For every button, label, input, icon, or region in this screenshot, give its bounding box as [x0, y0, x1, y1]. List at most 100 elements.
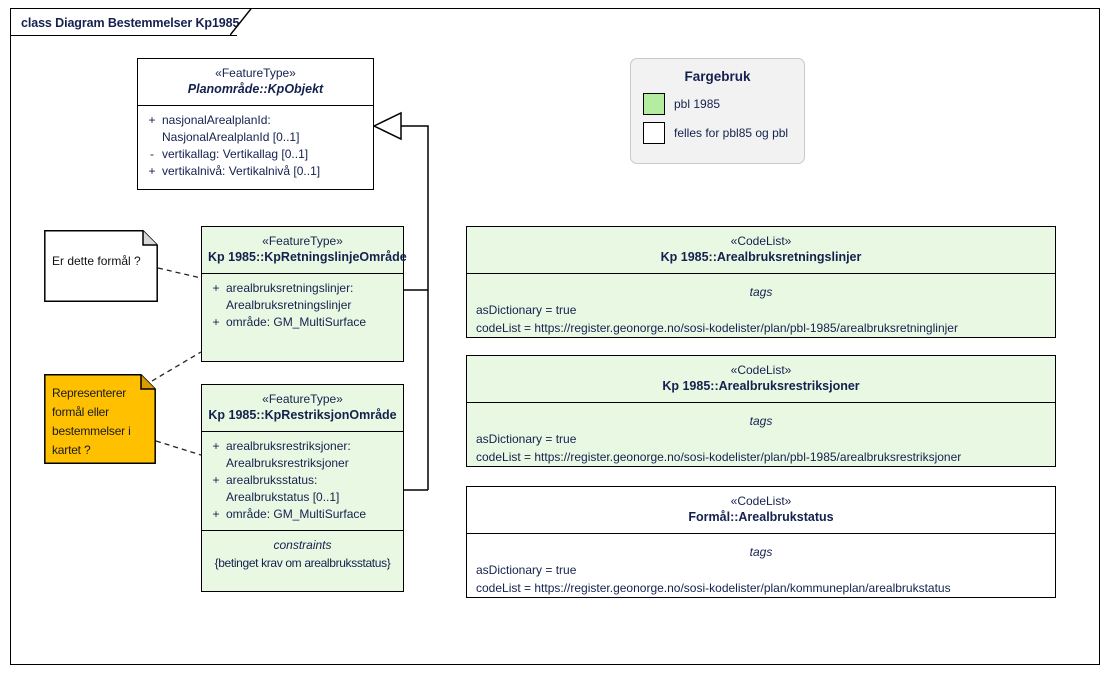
class-kpretningslinjeomrade-attributes: + arealbruksretningslinjer: Arealbruksre… — [202, 274, 403, 338]
codelist-name: Kp 1985::Arealbruksrestriksjoner — [662, 379, 860, 393]
attribute-visibility: + — [148, 164, 156, 178]
note-line-1: Representerer — [52, 386, 127, 400]
codelist-name: Kp 1985::Arealbruksretningslinjer — [660, 250, 862, 264]
codelist-name: Formål::Arealbrukstatus — [688, 510, 834, 524]
constraints-expression: {betinget krav om arealbruksstatus} — [214, 556, 391, 570]
attribute-text: arealbruksrestriksjoner: — [226, 439, 351, 453]
legend-label-pbl1985: pbl 1985 — [674, 97, 721, 111]
attribute-visibility: - — [150, 147, 154, 161]
class-kprestriksjonomrade[interactable]: «FeatureType» Kp 1985::KpRestriksjonOmrå… — [201, 384, 404, 592]
class-kpretningslinjeomrade-separator — [202, 273, 403, 274]
note-representerer-formal[interactable]: Representerer formål eller bestemmelser … — [44, 374, 156, 464]
attribute-visibility: + — [212, 315, 220, 329]
constraints-title: constraints — [273, 538, 332, 552]
white-swatch — [643, 122, 665, 144]
attribute-continuation: NasjonalArealplanId [0..1] — [162, 130, 300, 144]
class-kpobjekt[interactable]: «FeatureType» Planområde::KpObjekt + nas… — [137, 58, 374, 190]
legend-row-pbl1985: pbl 1985 — [631, 93, 804, 115]
attribute-continuation: Arealbrukstatus [0..1] — [226, 490, 340, 504]
class-kprestriksjonomrade-constraints: constraints {betinget krav om arealbruks… — [202, 531, 403, 580]
attribute-text: område: GM_MultiSurface — [226, 507, 367, 521]
legend-title: Fargebruk — [684, 69, 751, 84]
class-kprestriksjonomrade-name: Kp 1985::KpRestriksjonOmråde — [208, 408, 397, 422]
attribute-visibility: + — [212, 281, 220, 295]
class-kprestriksjonomrade-header: «FeatureType» Kp 1985::KpRestriksjonOmrå… — [202, 385, 403, 431]
attribute-text: område: GM_MultiSurface — [226, 315, 367, 329]
legend-fargebruk: Fargebruk pbl 1985 felles for pbl85 og p… — [630, 58, 805, 164]
note-line-4: kartet ? — [52, 443, 91, 457]
note-er-dette-formal[interactable]: Er dette formål ? — [44, 230, 158, 302]
codelist-arealbruksretningslinjer-header: «CodeList» Kp 1985::Arealbruksretningsli… — [467, 227, 1055, 273]
codelist-arealbrukstatus[interactable]: «CodeList» Formål::Arealbrukstatus tags … — [466, 486, 1056, 598]
frame-tab-slant-icon — [230, 8, 252, 36]
tags-title: tags — [749, 414, 773, 428]
attribute-text: vertikalnivå: Vertikalnivå [0..1] — [162, 164, 321, 178]
codelist-stereotype: «CodeList» — [730, 234, 792, 248]
attribute-row: + nasjonalArealplanId: — [142, 112, 369, 129]
codelist-arealbruksrestriksjoner[interactable]: «CodeList» Kp 1985::Arealbruksrestriksjo… — [466, 355, 1056, 467]
diagram-title: class Diagram Bestemmelser Kp1985 — [21, 15, 240, 30]
note-shape-icon — [44, 374, 156, 464]
note-er-dette-formal-text: Er dette formål ? — [52, 254, 141, 268]
codelist-separator — [467, 273, 1055, 274]
class-kprestriksjonomrade-constraint-separator — [202, 530, 403, 531]
class-kpobjekt-header: «FeatureType» Planområde::KpObjekt — [138, 59, 373, 105]
note-line-3: bestemmelser i — [52, 424, 131, 438]
codelist-arealbrukstatus-header: «CodeList» Formål::Arealbrukstatus — [467, 487, 1055, 533]
green-swatch — [643, 93, 665, 115]
codelist-separator — [467, 402, 1055, 403]
attribute-row: + arealbruksstatus: — [206, 472, 399, 489]
attribute-text: vertikallag: Vertikallag [0..1] — [162, 147, 309, 161]
class-kpretningslinjeomrade-header: «FeatureType» Kp 1985::KpRetningslinjeOm… — [202, 227, 407, 273]
codelist-arealbruksretningslinjer[interactable]: «CodeList» Kp 1985::Arealbruksretningsli… — [466, 226, 1056, 338]
attribute-continuation: Arealbruksretningslinjer — [226, 298, 352, 312]
codelist-arealbruksretningslinjer-tags: tags asDictionary = true codeList = http… — [467, 274, 1055, 344]
attribute-visibility: + — [212, 473, 220, 487]
legend-label-felles: felles for pbl85 og pbl — [674, 126, 789, 140]
codelist-separator — [467, 533, 1055, 534]
attribute-row: + arealbruksretningslinjer: — [206, 280, 399, 297]
codelist-arealbruksrestriksjoner-header: «CodeList» Kp 1985::Arealbruksrestriksjo… — [467, 356, 1055, 402]
tag-codelist-url: codeList = https://register.geonorge.no/… — [476, 581, 951, 595]
attribute-row: - vertikallag: Vertikallag [0..1] — [142, 146, 369, 163]
tag-asdictionary: asDictionary = true — [476, 303, 577, 317]
class-kprestriksjonomrade-attributes: + arealbruksrestriksjoner: Arealbruksres… — [202, 432, 403, 530]
tags-title: tags — [749, 285, 773, 299]
attribute-visibility: + — [212, 439, 220, 453]
tag-asdictionary: asDictionary = true — [476, 563, 577, 577]
attribute-visibility: + — [212, 507, 220, 521]
note-representerer-formal-text: Representerer formål eller bestemmelser … — [52, 384, 144, 460]
legend-row-felles: felles for pbl85 og pbl — [631, 122, 804, 144]
class-kprestriksjonomrade-separator — [202, 431, 403, 432]
attribute-continuation: Arealbruksrestriksjoner — [226, 456, 349, 470]
codelist-arealbrukstatus-tags: tags asDictionary = true codeList = http… — [467, 534, 1055, 604]
frame-tab-underline — [10, 35, 237, 36]
note-line-2: formål eller — [52, 405, 109, 419]
tag-codelist-url: codeList = https://register.geonorge.no/… — [476, 321, 958, 335]
attribute-row: + område: GM_MultiSurface — [206, 314, 399, 331]
codelist-stereotype: «CodeList» — [730, 494, 792, 508]
diagram-frame — [10, 8, 1100, 665]
attribute-row: + arealbruksrestriksjoner: — [206, 438, 399, 455]
codelist-stereotype: «CodeList» — [730, 363, 792, 377]
attribute-text: arealbruksstatus: — [226, 473, 318, 487]
attribute-row: + område: GM_MultiSurface — [206, 506, 399, 523]
note-shape-icon — [44, 230, 158, 302]
class-kpobjekt-stereotype: «FeatureType» — [215, 66, 296, 80]
diagram-frame-tab: class Diagram Bestemmelser Kp1985 — [10, 8, 246, 36]
class-kpobjekt-attributes: + nasjonalArealplanId: NasjonalArealplan… — [138, 106, 373, 187]
class-kpretningslinjeomrade-name: Kp 1985::KpRetningslinjeOmråde — [208, 250, 407, 264]
attribute-text: arealbruksretningslinjer: — [226, 281, 354, 295]
class-kpretningslinjeomrade-stereotype: «FeatureType» — [262, 234, 343, 248]
class-kprestriksjonomrade-stereotype: «FeatureType» — [262, 392, 343, 406]
class-kpretningslinjeomrade[interactable]: «FeatureType» Kp 1985::KpRetningslinjeOm… — [201, 226, 407, 362]
codelist-arealbruksrestriksjoner-tags: tags asDictionary = true codeList = http… — [467, 403, 1055, 473]
class-kpobjekt-separator — [138, 105, 373, 106]
tag-codelist-url: codeList = https://register.geonorge.no/… — [476, 450, 962, 464]
tags-title: tags — [749, 545, 773, 559]
attribute-row: + vertikalnivå: Vertikalnivå [0..1] — [142, 163, 369, 180]
attribute-text: nasjonalArealplanId: — [162, 113, 271, 127]
class-kpobjekt-name: Planområde::KpObjekt — [187, 82, 324, 96]
attribute-visibility: + — [148, 113, 156, 127]
